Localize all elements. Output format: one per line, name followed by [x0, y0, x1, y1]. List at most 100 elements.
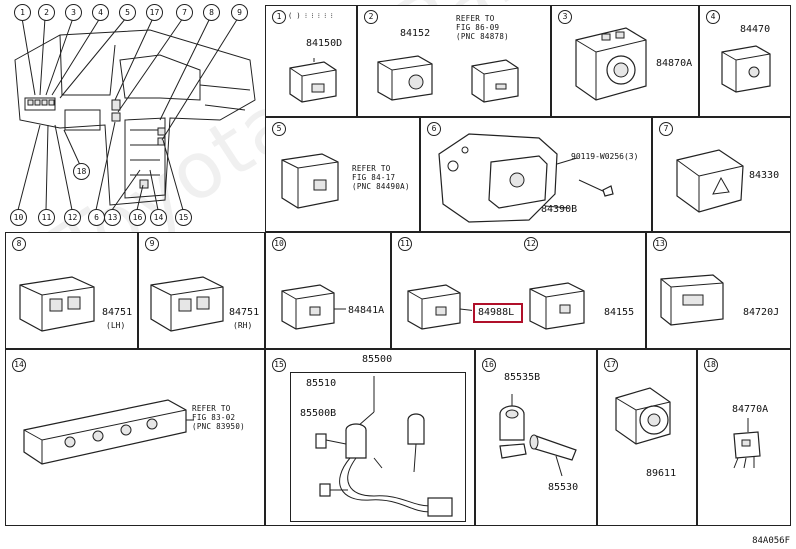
part-number: 85535B: [504, 372, 541, 383]
part-number: 84720J: [743, 307, 780, 318]
cell-18: 18 84770A: [697, 349, 791, 526]
part-number: 85500B: [300, 408, 337, 419]
switch-drawing: [471, 59, 519, 103]
mirror-switch-drawing: [575, 27, 647, 101]
cell-number: 1: [272, 10, 286, 24]
callout-7: 7: [176, 4, 193, 21]
cell-number: 16: [482, 358, 496, 372]
callout-2: 2: [38, 4, 55, 21]
switch-drawing: [289, 58, 337, 103]
cell-2: 2 84152 REFER TO FIG 86-09 (PNC 84878): [357, 5, 551, 117]
cell-number: 12: [524, 237, 538, 251]
hazard-switch-drawing: [676, 149, 744, 213]
part-number: 84870A: [656, 58, 693, 69]
cell-number: 6: [427, 122, 441, 136]
part-number: 84152: [400, 28, 431, 39]
switch-drawing: [377, 55, 433, 101]
part-number: 84751: [102, 307, 133, 318]
cell-13: 13 84720J: [646, 232, 791, 349]
part-number: 84841A: [348, 305, 385, 316]
callout-10: 10: [10, 209, 27, 226]
part-number: 84150D: [306, 38, 343, 49]
side-label: (RH): [233, 321, 253, 330]
refer-note: REFER TO FIG 84-17 (PNC 84490A): [352, 164, 410, 191]
cell-number: 7: [659, 122, 673, 136]
part-number: 84751: [229, 307, 260, 318]
socket-drawing: [499, 394, 577, 477]
cell-number: 13: [653, 237, 667, 251]
switch-drawing: [721, 45, 771, 93]
part-number-bolt: 90119-W0256(3): [571, 152, 639, 161]
connector-drawing: [733, 418, 761, 469]
part-number: 85510: [306, 378, 337, 389]
socket-harness-drawing: [315, 376, 453, 517]
side-label: (LH): [106, 321, 126, 330]
cell-number: 11: [398, 237, 412, 251]
cell-number: 4: [706, 10, 720, 24]
callout-14: 14: [150, 209, 167, 226]
callout-6: 6: [88, 209, 105, 226]
cell-note: ( ) ⁝ ⁝ ⁝ ⁝ ⁝: [288, 12, 333, 20]
highlight-box: [473, 303, 523, 323]
switch-drawing: [150, 276, 224, 332]
overview-panel: 1 2 3 4 5 17 7 8 9 10 11 12 6 13 16 14 1…: [0, 0, 262, 232]
callout-5: 5: [119, 4, 136, 21]
callout-1: 1: [14, 4, 31, 21]
cell-number: 18: [704, 358, 718, 372]
cell-14: 14 REFER TO FIG 83-02 (PNC 83950): [5, 349, 265, 526]
callout-13: 13: [104, 209, 121, 226]
cell-number: 14: [12, 358, 26, 372]
switch-drawing: [407, 284, 472, 330]
cell-1: 1 ( ) ⁝ ⁝ ⁝ ⁝ ⁝ 84150D: [265, 5, 357, 117]
part-number: 84470: [740, 24, 771, 35]
part-number: 84155: [604, 307, 635, 318]
part-number: 84770A: [732, 404, 769, 415]
cell-11-12: 11 12 84988L 84155: [391, 232, 646, 349]
callout-17: 17: [146, 4, 163, 21]
switch-bezel-drawing: [438, 133, 614, 223]
cell-number: 9: [145, 237, 159, 251]
climate-panel-drawing: [23, 399, 194, 465]
switch-drawing: [529, 282, 585, 330]
cell-3: 3 84870A: [551, 5, 699, 117]
cell-10: 10 84841A: [265, 232, 391, 349]
cell-number: 8: [12, 237, 26, 251]
part-number: 85530: [548, 482, 579, 493]
callout-16: 16: [129, 209, 146, 226]
cell-16: 16 85535B 85530: [475, 349, 597, 526]
refer-note: REFER TO FIG 83-02 (PNC 83950): [192, 404, 245, 431]
dashboard-drawing: [14, 17, 256, 211]
inset-frame: [290, 372, 466, 522]
cell-17: 17 89611: [597, 349, 697, 526]
cell-number: 15: [272, 358, 286, 372]
callout-9: 9: [231, 4, 248, 21]
cell-6: 6 84390B 90119-W0256(3): [420, 117, 652, 232]
callout-18: 18: [73, 163, 90, 180]
switch-drawing: [281, 284, 346, 330]
callout-8: 8: [203, 4, 220, 21]
figure-code: 84A056F: [752, 536, 790, 546]
part-number: 84330: [749, 170, 780, 181]
outlet-drawing: [615, 387, 671, 445]
cell-number: 10: [272, 237, 286, 251]
cell-number: 2: [364, 10, 378, 24]
part-number: 85500: [362, 354, 393, 365]
callout-4: 4: [92, 4, 109, 21]
part-number: 84390B: [541, 204, 578, 215]
switch-drawing: [281, 153, 339, 209]
switch-drawing: [19, 276, 95, 332]
cell-number: 17: [604, 358, 618, 372]
cell-15: 15 85500 85510 85500B: [265, 349, 475, 526]
cell-number: 5: [272, 122, 286, 136]
cell-9: 9 84751 (RH): [138, 232, 265, 349]
callout-12: 12: [64, 209, 81, 226]
refer-note: REFER TO FIG 86-09 (PNC 84878): [456, 14, 509, 41]
cell-7: 7 84330: [652, 117, 791, 232]
cell-4: 4 84470: [699, 5, 791, 117]
callout-15: 15: [175, 209, 192, 226]
cell-8: 8 84751 (LH): [5, 232, 138, 349]
cell-number: 3: [558, 10, 572, 24]
callout-11: 11: [38, 209, 55, 226]
callout-3: 3: [65, 4, 82, 21]
